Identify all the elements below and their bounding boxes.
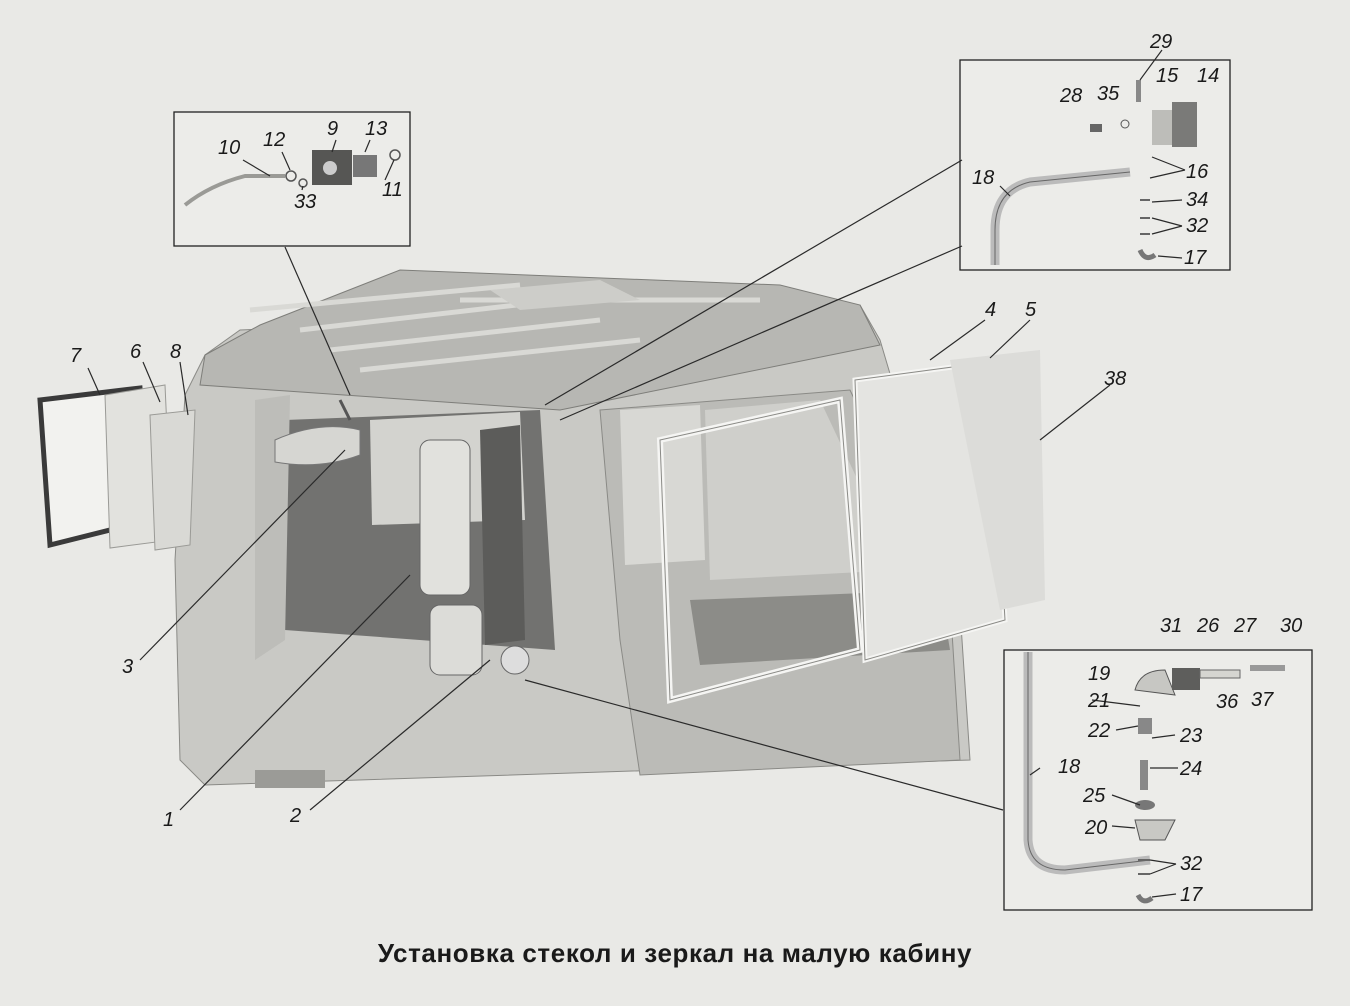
callout-13: 13	[365, 118, 387, 140]
callout-10: 10	[218, 137, 240, 159]
callout-35: 35	[1097, 83, 1120, 105]
callout-26: 26	[1196, 615, 1220, 637]
callout-5: 5	[1025, 299, 1037, 321]
callout-36: 36	[1216, 691, 1239, 713]
callout-34: 34	[1186, 189, 1208, 211]
mirrors	[274, 399, 530, 676]
callout-31: 31	[1160, 615, 1182, 637]
callout-22: 22	[1087, 720, 1110, 742]
callout-4: 4	[985, 299, 996, 321]
callout-14: 14	[1197, 65, 1219, 87]
callout-6: 6	[130, 341, 142, 363]
callout-18b: 18	[1058, 756, 1080, 778]
callout-19: 19	[1088, 663, 1110, 685]
callout-15: 15	[1156, 65, 1179, 87]
callout-28: 28	[1059, 85, 1082, 107]
callout-16: 16	[1186, 161, 1209, 183]
callout-30: 30	[1280, 615, 1302, 637]
callout-32a: 32	[1186, 215, 1208, 237]
inset-bottom-right	[1003, 649, 1313, 911]
callout-37: 37	[1251, 689, 1274, 711]
callout-38: 38	[1104, 368, 1126, 390]
rear-window-frames	[656, 350, 1045, 704]
callout-33: 33	[294, 191, 316, 213]
diagram-caption: Установка стекол и зеркал на малую кабин…	[377, 938, 973, 968]
inset-top-left	[173, 111, 411, 247]
callout-3: 3	[122, 656, 133, 678]
callout-12: 12	[263, 129, 285, 151]
callout-18a: 18	[972, 167, 994, 189]
callout-11: 11	[382, 179, 403, 201]
callout-17a: 17	[1184, 247, 1207, 269]
callout-2: 2	[289, 805, 301, 827]
callout-9: 9	[327, 118, 338, 140]
callout-labels: 1 2 3 4 5 6 7 8 9 10 11 12 13 14 15 16 1…	[70, 31, 1302, 906]
inset-top-right	[959, 59, 1231, 271]
callout-23: 23	[1179, 725, 1202, 747]
callout-27: 27	[1233, 615, 1257, 637]
callout-1: 1	[163, 809, 174, 831]
callout-20: 20	[1084, 817, 1107, 839]
side-glass-left	[37, 384, 196, 551]
callout-32b: 32	[1180, 853, 1202, 875]
callout-8: 8	[170, 341, 181, 363]
leader-lines	[87, 49, 1186, 898]
callout-29: 29	[1149, 31, 1172, 53]
callout-21: 21	[1087, 690, 1110, 712]
callout-24: 24	[1179, 758, 1202, 780]
cab-roof	[199, 269, 881, 411]
callout-7: 7	[70, 345, 82, 367]
callout-25: 25	[1082, 785, 1106, 807]
callout-17b: 17	[1180, 884, 1203, 906]
